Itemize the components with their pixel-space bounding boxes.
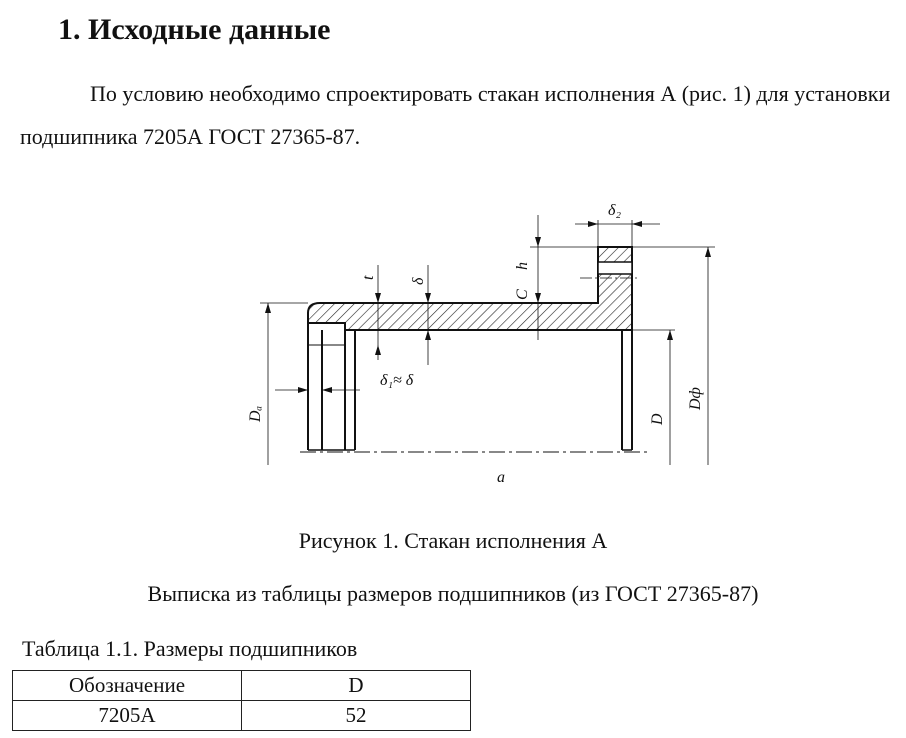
table-cell-designation: 7205А <box>12 700 242 731</box>
figure-caption: Рисунок 1. Стакан исполнения А <box>298 528 608 553</box>
bearing-sizes-table: Обозначение D 7205А 52 <box>12 670 471 731</box>
table-header-row: Обозначение D <box>12 670 471 701</box>
table-title: Таблица 1.1. Размеры подшипников <box>22 636 358 661</box>
label-C: C <box>514 289 531 300</box>
extract-caption: Выписка из таблицы размеров подшипников … <box>147 581 759 606</box>
section-heading: 1. Исходные данные <box>58 13 331 46</box>
bearing-cup-drawing: δ₂ h C t δ δ₁≈ δ Dₐ D Dф a <box>247 202 715 486</box>
table-row: 7205А 52 <box>12 700 471 731</box>
label-t: t <box>360 275 377 280</box>
label-h: h <box>514 262 531 270</box>
label-delta2: δ₂ <box>608 202 621 219</box>
table-header-D: D <box>241 670 471 701</box>
label-Da: Dₐ <box>247 405 264 423</box>
label-delta: δ <box>410 277 427 285</box>
table-cell-D: 52 <box>241 700 471 731</box>
label-delta1: δ₁≈ δ <box>380 372 414 389</box>
cup-wall-section <box>307 246 633 331</box>
label-D: D <box>649 413 666 426</box>
label-Dph: Dф <box>687 387 704 411</box>
intro-paragraph: По условию необходимо спроектировать ста… <box>20 81 891 149</box>
flange-slot <box>597 261 633 275</box>
label-a: a <box>497 469 505 486</box>
table-header-designation: Обозначение <box>12 670 242 701</box>
